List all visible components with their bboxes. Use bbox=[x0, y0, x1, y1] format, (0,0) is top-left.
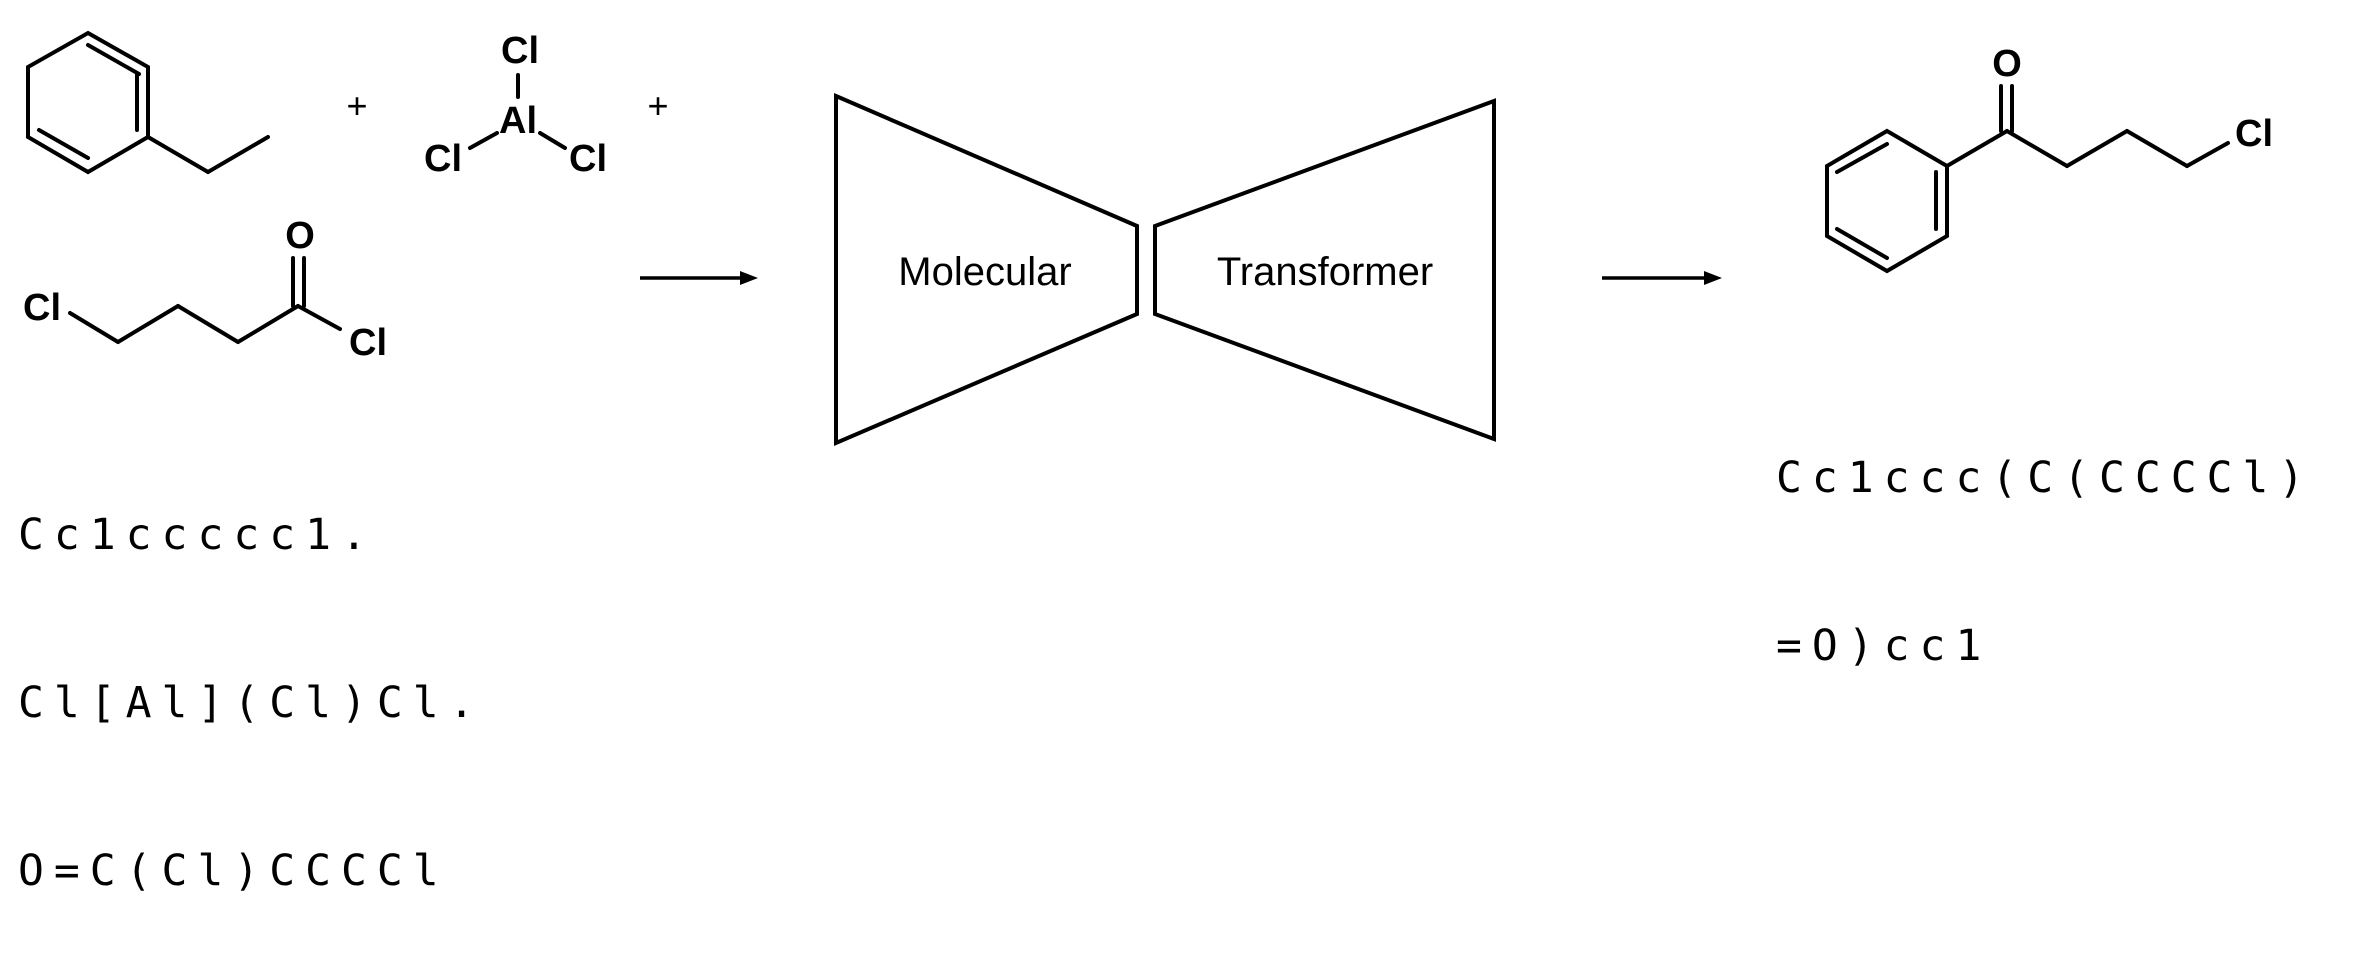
plus-sign-2: + bbox=[647, 85, 668, 126]
reactant-smiles-line: O=C(Cl)CCCCl bbox=[18, 846, 449, 896]
decoder-label: Transformer bbox=[1217, 250, 1433, 294]
molecular-transformer-model: Molecular Transformer bbox=[834, 92, 1496, 447]
product-oxygen-atom: O bbox=[1992, 43, 2022, 85]
encoder-label: Molecular bbox=[898, 250, 1071, 294]
aluminium-atom: Al bbox=[499, 100, 537, 142]
output-arrow bbox=[1602, 271, 1722, 285]
ethylbenzene-structure bbox=[26, 30, 270, 175]
reactant-smiles-line: Cc1ccccc1. bbox=[18, 510, 377, 560]
chlorobutanoyl-chloride-structure: O Cl Cl bbox=[23, 215, 387, 364]
input-arrow bbox=[640, 271, 758, 285]
reactant-smiles-line: Cl[Al](Cl)Cl. bbox=[18, 678, 485, 728]
chain-chlorine-atom: Cl bbox=[23, 287, 61, 329]
product-smiles: Cc1ccc(C(CCCCl) =O)cc1 bbox=[1776, 338, 2314, 730]
chlorine-atom-top: Cl bbox=[501, 30, 539, 72]
chlorine-atom-left: Cl bbox=[424, 138, 462, 180]
acyl-chlorine-atom: Cl bbox=[349, 322, 387, 364]
reactant-smiles: Cc1ccccc1. Cl[Al](Cl)Cl. O=C(Cl)CCCCl bbox=[18, 395, 485, 955]
product-smiles-line: Cc1ccc(C(CCCCl) bbox=[1776, 453, 2315, 503]
encoder-block bbox=[834, 92, 1139, 447]
acyl-oxygen-atom: O bbox=[285, 215, 315, 257]
reaction-diagram: + Al Cl Cl Cl + O Cl Cl Molecular Transf… bbox=[23, 30, 2273, 447]
product-smiles-line: =O)cc1 bbox=[1776, 621, 1992, 671]
decoder-block bbox=[1153, 98, 1496, 442]
plus-sign-1: + bbox=[346, 85, 367, 126]
product-structure: O Cl bbox=[1825, 43, 2273, 274]
product-chlorine-atom: Cl bbox=[2235, 113, 2273, 155]
aluminium-chloride-structure: Al Cl Cl Cl bbox=[424, 30, 607, 180]
chlorine-atom-right: Cl bbox=[569, 138, 607, 180]
